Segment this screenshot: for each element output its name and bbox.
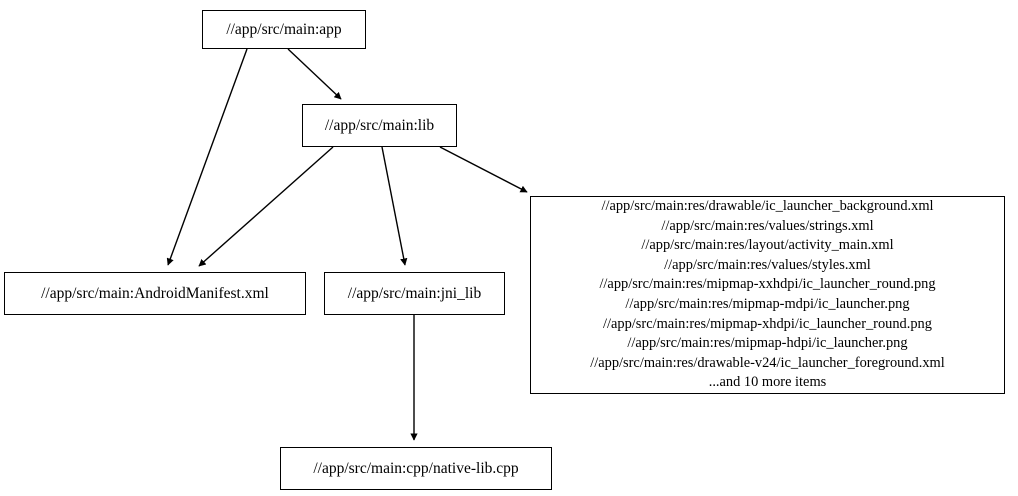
graph-node-native-lib-cpp[interactable]: //app/src/main:cpp/native-lib.cpp [280, 447, 552, 490]
graph-node-android-manifest[interactable]: //app/src/main:AndroidManifest.xml [4, 272, 306, 315]
graph-node-lib[interactable]: //app/src/main:lib [302, 104, 457, 147]
edge-app-to-manifest [166, 48, 248, 266]
edge-lib-to-manifest [198, 146, 334, 267]
graph-node-lib-label: //app/src/main:lib [324, 116, 435, 134]
graph-node-app-label: //app/src/main:app [226, 20, 342, 38]
graph-node-app[interactable]: //app/src/main:app [202, 10, 366, 49]
edge-lib-to-jni-lib [381, 146, 408, 266]
graph-node-resources[interactable]: //app/src/main:res/drawable/ic_launcher_… [530, 196, 1005, 394]
graph-node-native-lib-cpp-label: //app/src/main:cpp/native-lib.cpp [313, 459, 519, 477]
edge-app-to-lib [287, 48, 342, 100]
graph-node-android-manifest-label: //app/src/main:AndroidManifest.xml [41, 284, 269, 302]
graph-node-jni-lib-label: //app/src/main:jni_lib [347, 284, 482, 302]
graph-node-jni-lib[interactable]: //app/src/main:jni_lib [324, 272, 505, 315]
graph-node-resources-label: //app/src/main:res/drawable/ic_launcher_… [590, 198, 945, 391]
edge-lib-to-resources [439, 146, 528, 193]
